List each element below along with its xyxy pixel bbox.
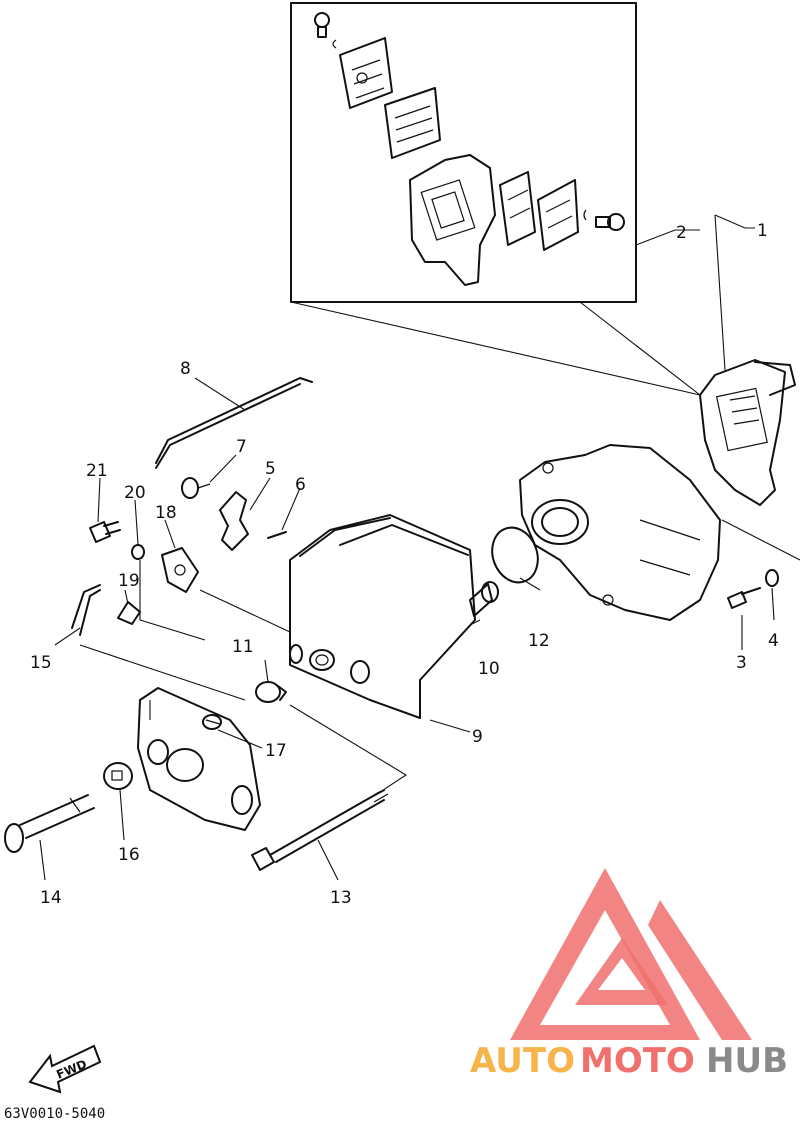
reed-stopper-plate	[339, 37, 393, 109]
link-5	[219, 491, 249, 551]
drawing-code: 63V0010-5040	[4, 1106, 105, 1122]
reed-valve-assembly	[699, 359, 796, 506]
inset-screw-top	[314, 12, 337, 49]
callout-18: 18	[155, 503, 177, 523]
leader-lines	[39, 377, 775, 881]
grommet-16	[103, 762, 133, 790]
callout-4: 4	[768, 631, 779, 651]
watermark-moto: MOTO	[580, 1041, 695, 1081]
collar-10	[469, 581, 499, 617]
inset-screw-right	[583, 209, 625, 231]
callout-16: 16	[118, 845, 140, 865]
callout-8: 8	[180, 359, 191, 379]
inset-gasket	[409, 154, 496, 286]
bolt-21	[89, 521, 121, 543]
leader-1a	[714, 214, 755, 229]
bracket-19	[117, 601, 141, 625]
callout-10: 10	[478, 659, 500, 679]
callout-5: 5	[265, 459, 276, 479]
bolt-13	[251, 789, 389, 871]
inset-leader-right	[579, 301, 701, 396]
silencer-9	[289, 514, 476, 719]
inset-reed-small	[499, 171, 579, 251]
logo-stroke-icon	[648, 900, 752, 1040]
callout-9: 9	[472, 727, 483, 747]
fwd-arrow-icon	[28, 1044, 102, 1094]
callout-12: 12	[528, 631, 550, 651]
callout-2: 2	[676, 223, 687, 243]
callout-19: 19	[118, 571, 140, 591]
washer-20	[131, 544, 145, 560]
o-ring-12	[491, 526, 539, 584]
callout-labels: 1 2 3 4 5 6 7 8 9 10 11 12 13 14 15 16 1…	[30, 221, 779, 908]
washer-4	[765, 569, 779, 587]
leader-2	[635, 229, 700, 246]
leader-1b	[714, 214, 726, 371]
watermark-auto: AUTO	[470, 1041, 575, 1081]
plug-11	[255, 681, 287, 703]
leader-3-4	[721, 519, 800, 561]
logo-inner-triangle-icon	[575, 938, 668, 1005]
bolt-3	[727, 587, 761, 609]
pin-6	[267, 531, 287, 539]
callout-13: 13	[330, 888, 352, 908]
callout-1: 1	[757, 221, 768, 241]
callout-14: 14	[40, 888, 62, 908]
choke-knob-14	[4, 794, 95, 853]
callout-15: 15	[30, 653, 52, 673]
lever-18	[161, 547, 199, 593]
callout-11: 11	[232, 637, 254, 657]
callout-20: 20	[124, 483, 146, 503]
callout-21: 21	[86, 461, 108, 481]
hose-15	[71, 584, 101, 636]
watermark-hub: HUB	[706, 1041, 788, 1081]
front-cover	[137, 687, 261, 831]
fwd-arrow: FWD	[28, 1044, 102, 1094]
rod-8	[155, 377, 313, 469]
clip-17	[202, 714, 222, 730]
reed-plate	[384, 87, 441, 159]
callout-6: 6	[295, 475, 306, 495]
intake-body	[519, 444, 721, 621]
watermark-logo: AUTO MOTO HUB	[470, 868, 788, 1081]
inset-leader-left	[290, 301, 701, 396]
callout-3: 3	[736, 653, 747, 673]
callout-7: 7	[236, 437, 247, 457]
inset-frame	[290, 2, 637, 303]
reed-valve-inset	[290, 2, 637, 303]
logo-triangle-icon	[510, 868, 700, 1040]
clip-7	[181, 477, 211, 499]
callout-17: 17	[265, 741, 287, 761]
